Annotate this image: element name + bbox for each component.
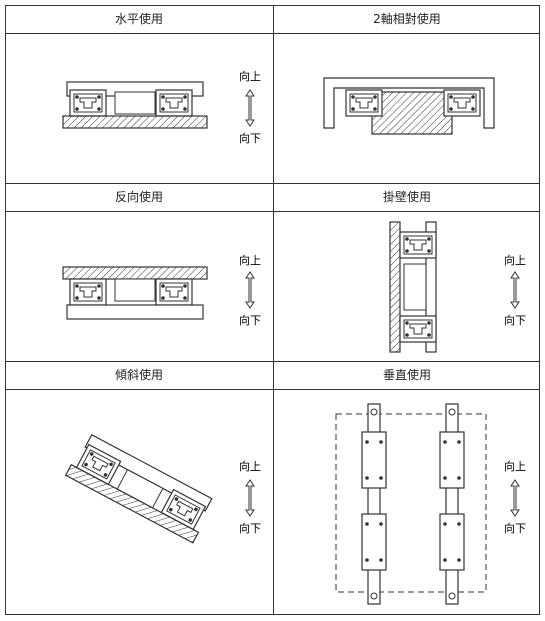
up-label: 向上 bbox=[239, 253, 261, 267]
down-label: 向下 bbox=[504, 521, 526, 535]
table-border-right bbox=[539, 5, 540, 615]
table-border-bottom bbox=[5, 614, 540, 615]
up-down-arrow-icon bbox=[510, 479, 520, 517]
cell-title-horizontal: 水平使用 bbox=[114, 12, 163, 26]
up-label: 向上 bbox=[504, 459, 526, 473]
wall-hatched bbox=[389, 221, 401, 353]
cell-title-inclined: 傾斜使用 bbox=[114, 368, 163, 382]
table-divider bbox=[5, 183, 540, 184]
wall-usage-diagram: 向上 向下 bbox=[389, 221, 526, 353]
up-down-arrow-icon bbox=[510, 271, 520, 309]
inclined-usage-diagram: 向上 向下 bbox=[64, 433, 261, 544]
cell-title-vertical: 垂直使用 bbox=[382, 368, 431, 382]
vertical-usage-diagram: 向上 向下 bbox=[335, 403, 526, 605]
down-label: 向下 bbox=[239, 131, 261, 145]
center-gap bbox=[114, 278, 156, 302]
carriage-block-bottom bbox=[399, 315, 437, 343]
outer-frame bbox=[323, 77, 495, 129]
up-label: 向上 bbox=[239, 69, 261, 83]
down-label: 向下 bbox=[239, 521, 261, 535]
cell-title-wall: 掛壁使用 bbox=[382, 190, 431, 204]
rail-right bbox=[439, 403, 465, 605]
table-border-left bbox=[5, 5, 6, 615]
carriage-block-right bbox=[155, 278, 193, 306]
table-divider bbox=[5, 211, 540, 212]
horizontal-usage-diagram: 向上 向下 bbox=[62, 69, 261, 145]
table-divider bbox=[5, 361, 540, 362]
usage-table: 水平使用 2軸相對使用 反向使用 掛壁使用 傾斜使用 垂直使用 向上 向下 向上… bbox=[5, 5, 540, 615]
carriage-block-left bbox=[345, 89, 383, 117]
base-hatched bbox=[62, 115, 208, 129]
table-plate bbox=[66, 304, 204, 320]
carriage-block-right bbox=[155, 89, 193, 117]
cell-title-reverse: 反向使用 bbox=[114, 190, 163, 204]
mounting-outline-dashed bbox=[335, 413, 487, 593]
down-label: 向下 bbox=[239, 313, 261, 327]
up-down-arrow-icon bbox=[245, 479, 255, 517]
inclined-assembly bbox=[64, 433, 213, 544]
base-hatched bbox=[62, 266, 208, 280]
up-down-arrow-icon bbox=[245, 89, 255, 127]
table-border-top bbox=[5, 5, 540, 6]
up-label: 向上 bbox=[504, 253, 526, 267]
center-gap bbox=[403, 263, 427, 311]
up-label: 向上 bbox=[239, 459, 261, 473]
two-axis-usage-diagram bbox=[323, 77, 495, 135]
table-divider-vertical bbox=[273, 5, 274, 615]
rail-left bbox=[361, 403, 387, 605]
carriage-block-left bbox=[69, 278, 107, 306]
down-label: 向下 bbox=[504, 313, 526, 327]
up-down-arrow-icon bbox=[245, 271, 255, 309]
center-gap bbox=[114, 91, 156, 115]
carriage-block-top bbox=[399, 231, 437, 259]
table-divider bbox=[5, 33, 540, 34]
carriage-block-right bbox=[443, 89, 481, 117]
carriage-block-left bbox=[69, 89, 107, 117]
table-divider bbox=[5, 389, 540, 390]
reverse-usage-diagram: 向上 向下 bbox=[62, 253, 261, 327]
cell-title-two-axis: 2軸相對使用 bbox=[373, 12, 441, 26]
shaft-hatched bbox=[371, 91, 453, 135]
